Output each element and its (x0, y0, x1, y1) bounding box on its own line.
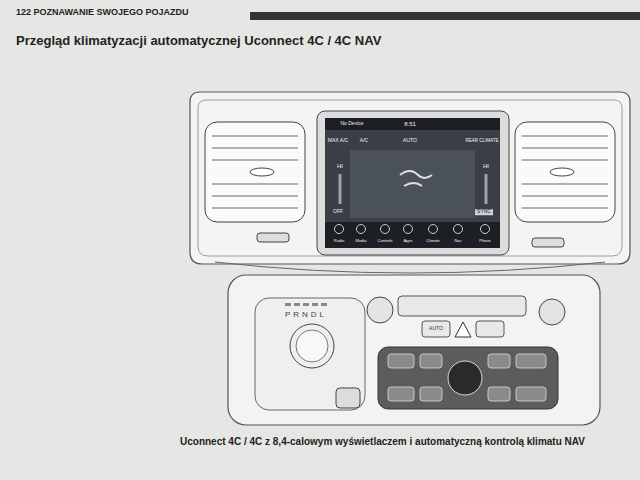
status-bar (325, 118, 500, 130)
right-vent-tab (550, 168, 574, 176)
gear-selector-knob (290, 324, 334, 368)
left-vent-tab (250, 168, 274, 176)
menu-label: Nav (454, 239, 461, 243)
button-strip (398, 296, 526, 316)
dash-line (215, 262, 605, 273)
vent-button (257, 233, 289, 242)
temperature-readout: HI (337, 163, 343, 170)
dashboard-inner-line (198, 100, 622, 256)
right-vent (515, 122, 615, 222)
screen-button-label: OFF (333, 209, 343, 215)
center-console (228, 275, 600, 425)
menu-label: Climate (426, 239, 440, 243)
screen-center-area (350, 150, 475, 218)
climate-control-panel (378, 347, 558, 409)
menu-label: Apps (403, 239, 412, 243)
gear-letters: PRNDL (285, 311, 327, 320)
left-vent (205, 122, 305, 222)
left-vent-slats (212, 136, 298, 208)
vent-button (532, 238, 564, 247)
figure-caption: Uconnect 4C / 4C z 8,4-calowym wyświetla… (180, 436, 585, 447)
parking-brake-button (336, 388, 360, 408)
menu-bar (325, 222, 500, 248)
status-text: No Device (340, 121, 363, 127)
auto-button (422, 321, 450, 337)
button-label: AUTO (429, 326, 443, 332)
panel-button (476, 321, 504, 337)
menu-label: Media (356, 239, 367, 243)
hazard-button (455, 322, 471, 337)
menu-icons (335, 225, 490, 234)
sync-button-label: SYNC (475, 209, 493, 215)
clock: 8:51 (404, 121, 416, 128)
shifter-panel (255, 298, 365, 410)
screen-button-label: REAR CLIMATE (466, 139, 499, 144)
screen-button-label: A/C (360, 138, 368, 144)
menu-label: Radio (334, 239, 344, 243)
menu-label: Controls (378, 239, 393, 243)
climate-knob (448, 361, 482, 395)
climate-buttons (388, 354, 546, 401)
right-vent-slats (522, 136, 608, 208)
screen-bezel (317, 111, 509, 255)
running-header: 122 POZNAWANIE SWOJEGO POJAZDU (16, 8, 189, 18)
page-title: Przegląd klimatyzacji automatycznej Ucon… (16, 34, 381, 48)
temperature-bars (340, 174, 486, 204)
screen-button-label: AUTO (403, 138, 417, 144)
tune-knob (539, 299, 565, 325)
touch-screen (325, 118, 500, 248)
screen-button-label: MAX A/C (328, 138, 348, 144)
gear-indicator-dots (285, 303, 327, 306)
gear-selector-inner (296, 330, 328, 362)
airflow-icon (400, 171, 432, 186)
header-bar (250, 12, 640, 20)
menu-label: Phone (479, 239, 491, 243)
dashboard-outline (190, 92, 630, 264)
volume-knob (367, 297, 393, 323)
temperature-readout: HI (483, 163, 489, 170)
